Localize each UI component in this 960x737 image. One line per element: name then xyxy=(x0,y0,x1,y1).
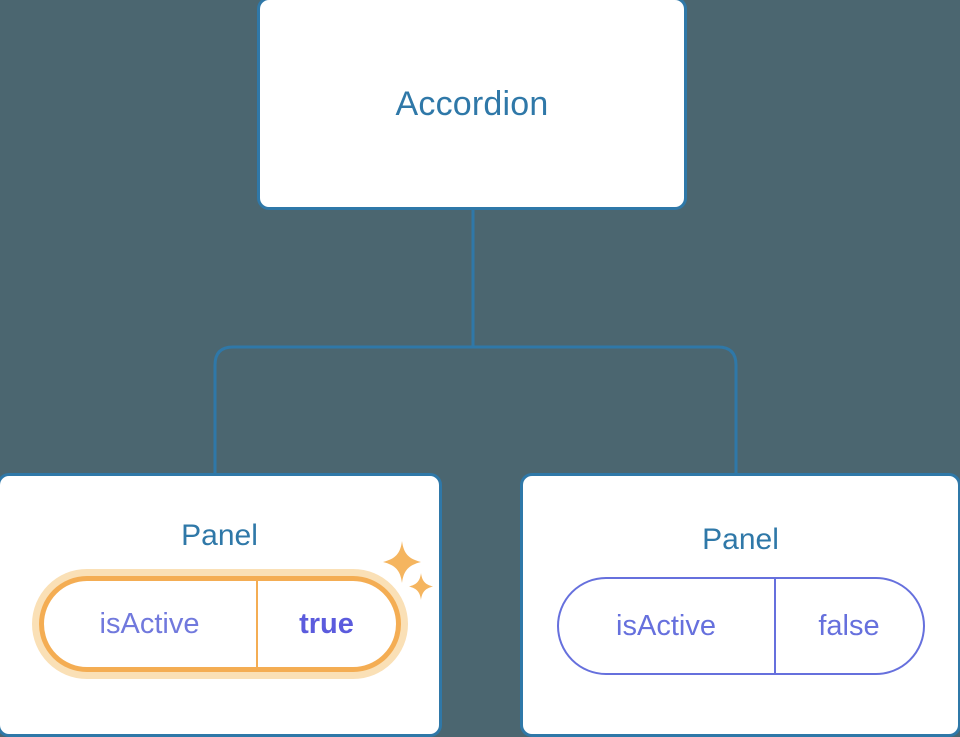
prop-value-isactive: true xyxy=(255,581,396,667)
prop-pill-highlighted[interactable]: isActive true xyxy=(31,569,408,679)
connector-branch-left xyxy=(213,345,473,476)
prop-pill-plain[interactable]: isActive false xyxy=(556,577,925,675)
node-panel-left[interactable]: Panel isActive true xyxy=(0,473,442,737)
node-accordion-label: Accordion xyxy=(395,84,549,123)
prop-key-isactive: isActive xyxy=(99,607,200,640)
prop-key-isactive: isActive xyxy=(616,609,716,642)
node-panel-right[interactable]: Panel isActive false xyxy=(520,473,960,737)
prop-value-isactive: false xyxy=(773,579,923,673)
prop-pill-ring[interactable]: isActive true xyxy=(38,576,401,672)
node-panel-right-label: Panel xyxy=(702,523,779,556)
node-accordion[interactable]: Accordion xyxy=(257,0,687,210)
connector-branch-right xyxy=(473,345,738,476)
node-panel-left-label: Panel xyxy=(181,519,258,552)
